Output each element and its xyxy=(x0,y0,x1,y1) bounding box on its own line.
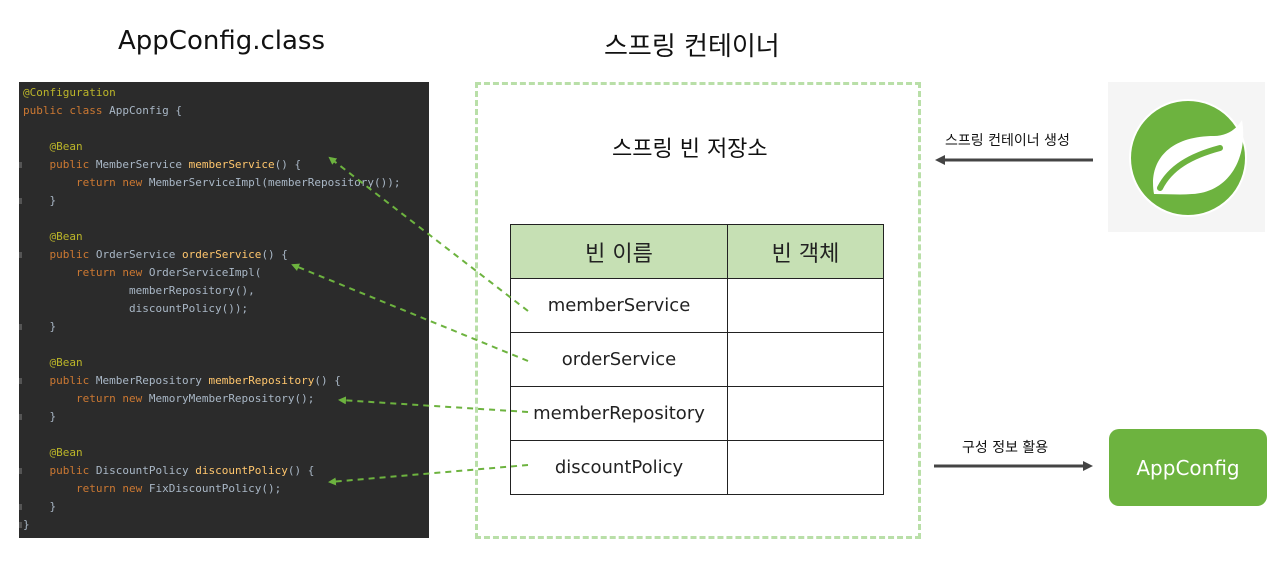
code-token: MemberRepository xyxy=(95,374,209,387)
code-line: memberRepository(), xyxy=(23,282,255,300)
table-row: discountPolicy xyxy=(510,440,884,495)
code-token: discountPolicy xyxy=(195,464,288,477)
bean-object-cell xyxy=(727,440,884,495)
code-token: MemoryMemberRepository(); xyxy=(148,392,315,405)
code-token: } xyxy=(23,194,57,207)
code-token: } xyxy=(23,500,57,513)
code-token: return new xyxy=(23,176,149,189)
appconfig-class-title: AppConfig.class xyxy=(118,26,326,56)
bean-object-cell xyxy=(727,332,884,387)
bean-store-title: 스프링 빈 저장소 xyxy=(612,137,768,162)
code-token: public class xyxy=(23,104,110,117)
code-token: @Bean xyxy=(23,140,83,153)
dashed-arrow-order-service xyxy=(291,263,529,362)
code-token: AppConfig { xyxy=(109,104,182,117)
bean-name-cell: memberService xyxy=(510,278,728,333)
spring-leaf-logo-icon xyxy=(1129,99,1247,217)
gutter-fold-marker xyxy=(19,378,22,384)
table-row: memberRepository xyxy=(510,386,884,441)
code-token: OrderService xyxy=(95,248,182,261)
code-token: () { xyxy=(274,158,302,171)
code-line: return new MemberServiceImpl(memberRepos… xyxy=(23,174,401,192)
spring-container-box xyxy=(475,82,921,539)
code-token: discountPolicy()); xyxy=(23,302,249,315)
gutter-fold-marker xyxy=(19,504,22,510)
code-token: @Configuration xyxy=(23,86,116,99)
code-line: public OrderService orderService() { xyxy=(23,246,288,264)
dashed-arrow-discount-policy xyxy=(328,464,529,486)
code-line: public class AppConfig { xyxy=(23,102,182,120)
gutter-fold-marker xyxy=(19,324,22,330)
code-line: public MemberService memberService() { xyxy=(23,156,301,174)
code-token: MemberService xyxy=(95,158,189,171)
bean-table: 빈 이름 빈 객체 memberService orderService mem… xyxy=(510,224,884,495)
code-line: @Bean xyxy=(23,354,83,372)
code-token: memberService xyxy=(188,158,275,171)
code-token: MemberServiceImpl(memberRepository()); xyxy=(148,176,401,189)
code-token: } xyxy=(23,518,30,531)
appconfig-node: AppConfig xyxy=(1109,429,1267,506)
code-token: FixDiscountPolicy(); xyxy=(148,482,282,495)
gutter-fold-marker xyxy=(19,198,22,204)
code-token: public xyxy=(23,374,96,387)
code-token: } xyxy=(23,410,57,423)
code-line: } xyxy=(23,516,30,534)
bean-table-header-row: 빈 이름 빈 객체 xyxy=(510,224,884,279)
container-create-label: 스프링 컨테이너 생성 xyxy=(945,133,1070,149)
code-token: return new xyxy=(23,392,149,405)
code-token: @Bean xyxy=(23,356,83,369)
bean-name-header: 빈 이름 xyxy=(510,224,728,279)
gutter-fold-marker xyxy=(19,414,22,420)
code-line: } xyxy=(23,408,56,426)
dashed-arrow-member-service xyxy=(328,156,529,312)
config-use-label: 구성 정보 활용 xyxy=(962,440,1049,456)
code-line: @Bean xyxy=(23,444,83,462)
code-line: @Bean xyxy=(23,228,83,246)
bean-object-cell xyxy=(727,386,884,441)
code-token: memberRepository(), xyxy=(23,284,255,297)
code-line: return new FixDiscountPolicy(); xyxy=(23,480,281,498)
code-token: @Bean xyxy=(23,230,83,243)
code-panel: @Configuration public class AppConfig { @… xyxy=(19,82,429,538)
spring-container-title: 스프링 컨테이너 xyxy=(604,32,780,62)
bean-name-cell: orderService xyxy=(510,332,728,387)
code-token: DiscountPolicy xyxy=(95,464,196,477)
code-line: return new MemoryMemberRepository(); xyxy=(23,390,314,408)
code-token: public xyxy=(23,464,96,477)
gutter-fold-marker xyxy=(19,252,22,258)
code-token: public xyxy=(23,158,96,171)
bean-name-cell: discountPolicy xyxy=(510,440,728,495)
code-line: return new OrderServiceImpl( xyxy=(23,264,261,282)
code-token: memberRepository xyxy=(208,374,315,387)
code-token: } xyxy=(23,320,57,333)
code-token: return new xyxy=(23,482,149,495)
gutter-fold-marker xyxy=(19,468,22,474)
code-token: orderService xyxy=(181,248,262,261)
code-line: public MemberRepository memberRepository… xyxy=(23,372,341,390)
code-line: @Configuration xyxy=(23,84,116,102)
code-token: () { xyxy=(287,464,315,477)
code-token: () { xyxy=(261,248,288,261)
spring-logo-area xyxy=(1108,82,1265,232)
code-line: } xyxy=(23,192,56,210)
bean-object-header: 빈 객체 xyxy=(727,224,884,279)
bean-object-cell xyxy=(727,278,884,333)
code-line: discountPolicy()); xyxy=(23,300,248,318)
code-line: } xyxy=(23,318,56,336)
gutter-fold-marker xyxy=(19,162,22,168)
dashed-arrow-member-repository xyxy=(338,396,529,413)
code-token: () { xyxy=(314,374,341,387)
code-token: return new xyxy=(23,266,149,279)
code-line: public DiscountPolicy discountPolicy() { xyxy=(23,462,314,480)
gutter-fold-marker xyxy=(19,522,22,528)
code-token: OrderServiceImpl( xyxy=(148,266,262,279)
code-line: @Bean xyxy=(23,138,83,156)
code-token: public xyxy=(23,248,96,261)
bean-name-cell: memberRepository xyxy=(510,386,728,441)
table-row: memberService xyxy=(510,278,884,333)
table-row: orderService xyxy=(510,332,884,387)
code-token: @Bean xyxy=(23,446,83,459)
code-line: } xyxy=(23,498,56,516)
